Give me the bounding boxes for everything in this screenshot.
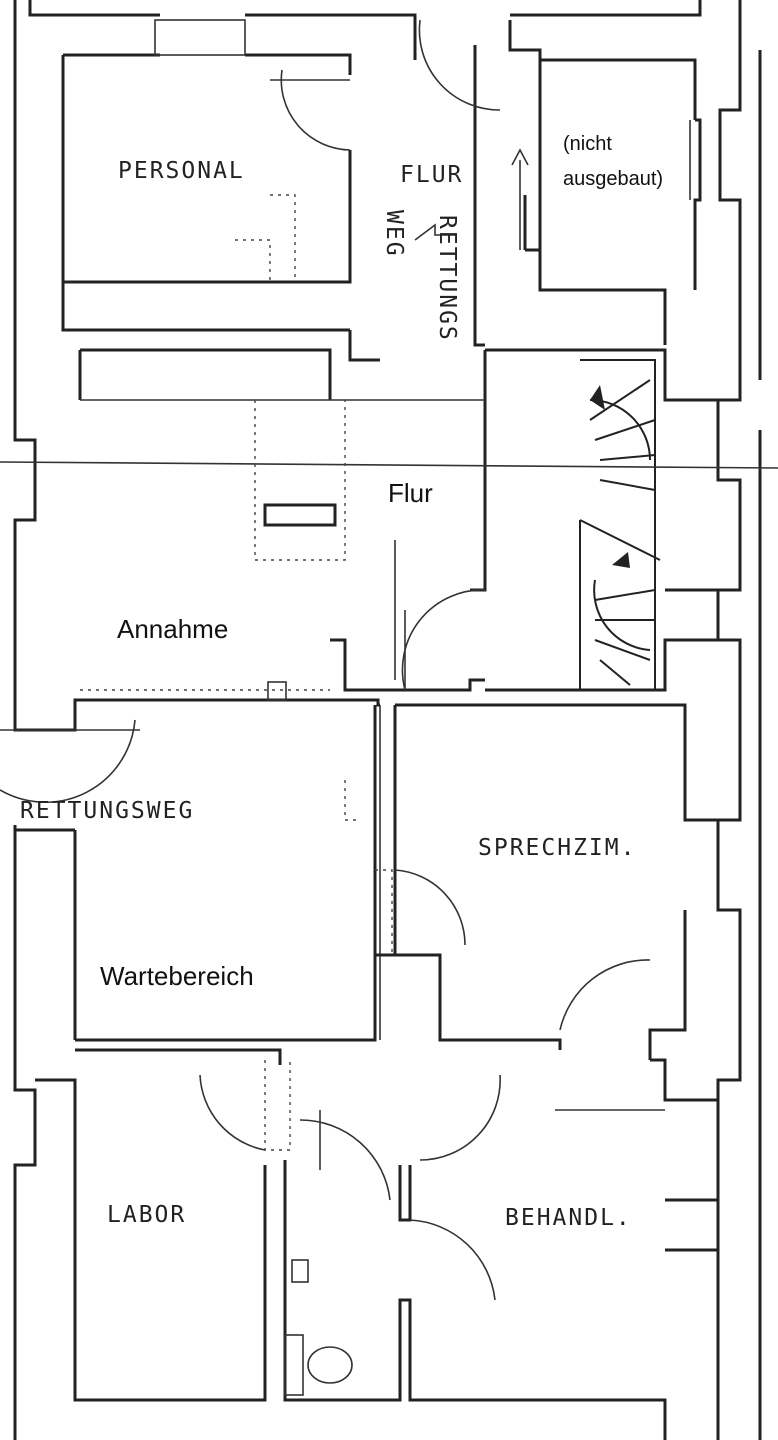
stair-hall xyxy=(470,348,718,692)
label-flur-top: FLUR xyxy=(400,162,463,188)
label-flur: Flur xyxy=(388,478,433,508)
label-sprechzim: SPRECHZIM. xyxy=(478,835,636,861)
label-behandl: BEHANDL. xyxy=(505,1205,632,1231)
label-ausgebaut: ausgebaut) xyxy=(563,168,663,190)
room-personal-walls xyxy=(61,19,352,284)
label-personal: PERSONAL xyxy=(118,158,245,184)
label-weg: WEG xyxy=(381,210,407,258)
room-nicht-ausgebaut xyxy=(538,60,702,290)
label-rettungsweg: RETTUNGSWEG xyxy=(20,798,194,824)
label-labor: LABOR xyxy=(107,1202,186,1228)
label-annahme: Annahme xyxy=(117,614,228,644)
room-annahme xyxy=(0,348,778,701)
room-sprechzimmer xyxy=(373,703,718,1060)
corridor-top xyxy=(61,19,697,362)
label-wartebereich: Wartebereich xyxy=(100,961,254,991)
rooms-lower xyxy=(35,1048,720,1440)
label-rettungs: RETTUNGS xyxy=(434,215,460,342)
label-nicht: (nicht xyxy=(563,133,612,155)
